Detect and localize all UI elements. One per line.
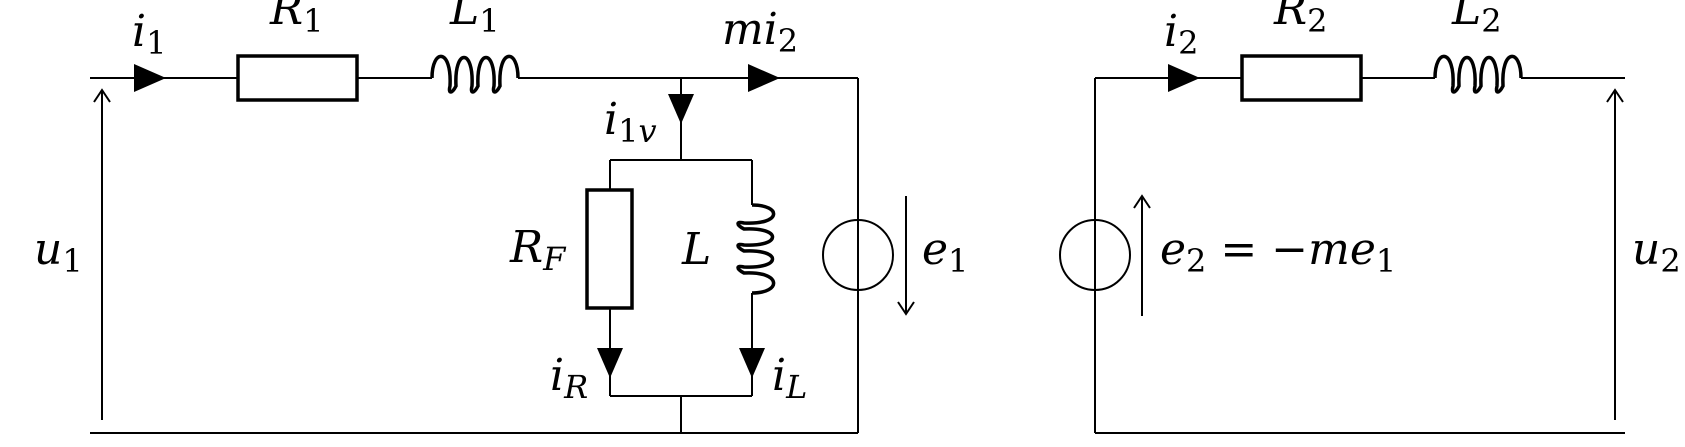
primary-circuit (90, 54, 915, 434)
label-i2: i2 (1164, 6, 1198, 62)
label-mi2: mi2 (722, 4, 798, 60)
e1-source (822, 219, 894, 291)
label-R2: R2 (1273, 0, 1328, 40)
label-iL: iL (772, 350, 807, 406)
e1-arrow-tip (897, 301, 915, 316)
label-iR: iR (550, 350, 588, 406)
e2-arrow-tip (1133, 194, 1151, 209)
label-e2-equation: e2 = −me1 (1160, 224, 1396, 280)
iL-arrow (739, 348, 765, 378)
label-RF: RF (509, 222, 567, 278)
label-i1v: i1v (604, 94, 657, 150)
L2-inductor (1433, 54, 1523, 94)
i2-arrow (1168, 64, 1200, 92)
u2-arrow-tip (1606, 88, 1624, 103)
label-R1: R1 (269, 0, 324, 40)
label-i1: i1 (132, 6, 166, 62)
R2-resistor (1240, 54, 1363, 102)
label-u2: u2 (1632, 224, 1681, 280)
L-inductor (736, 203, 776, 295)
R1-resistor (236, 54, 359, 102)
label-L1: L1 (449, 0, 500, 40)
label-L: L (681, 224, 711, 275)
u1-arrow-tip (93, 88, 111, 103)
secondary-circuit (1059, 54, 1625, 434)
label-L2: L2 (1451, 0, 1502, 40)
RF-resistor (585, 188, 634, 310)
label-e1: e1 (922, 224, 968, 280)
labels: i1 R1 L1 mi2 i1v RF L iR iL e1 u1 i2 R2 … (34, 0, 1681, 406)
L1-inductor (430, 54, 520, 94)
i1-arrow (134, 64, 166, 92)
label-u1: u1 (34, 224, 83, 280)
i1v-arrow (668, 94, 694, 124)
e2-source (1059, 219, 1131, 291)
iR-arrow (597, 348, 623, 378)
mi2-arrow (748, 64, 780, 92)
